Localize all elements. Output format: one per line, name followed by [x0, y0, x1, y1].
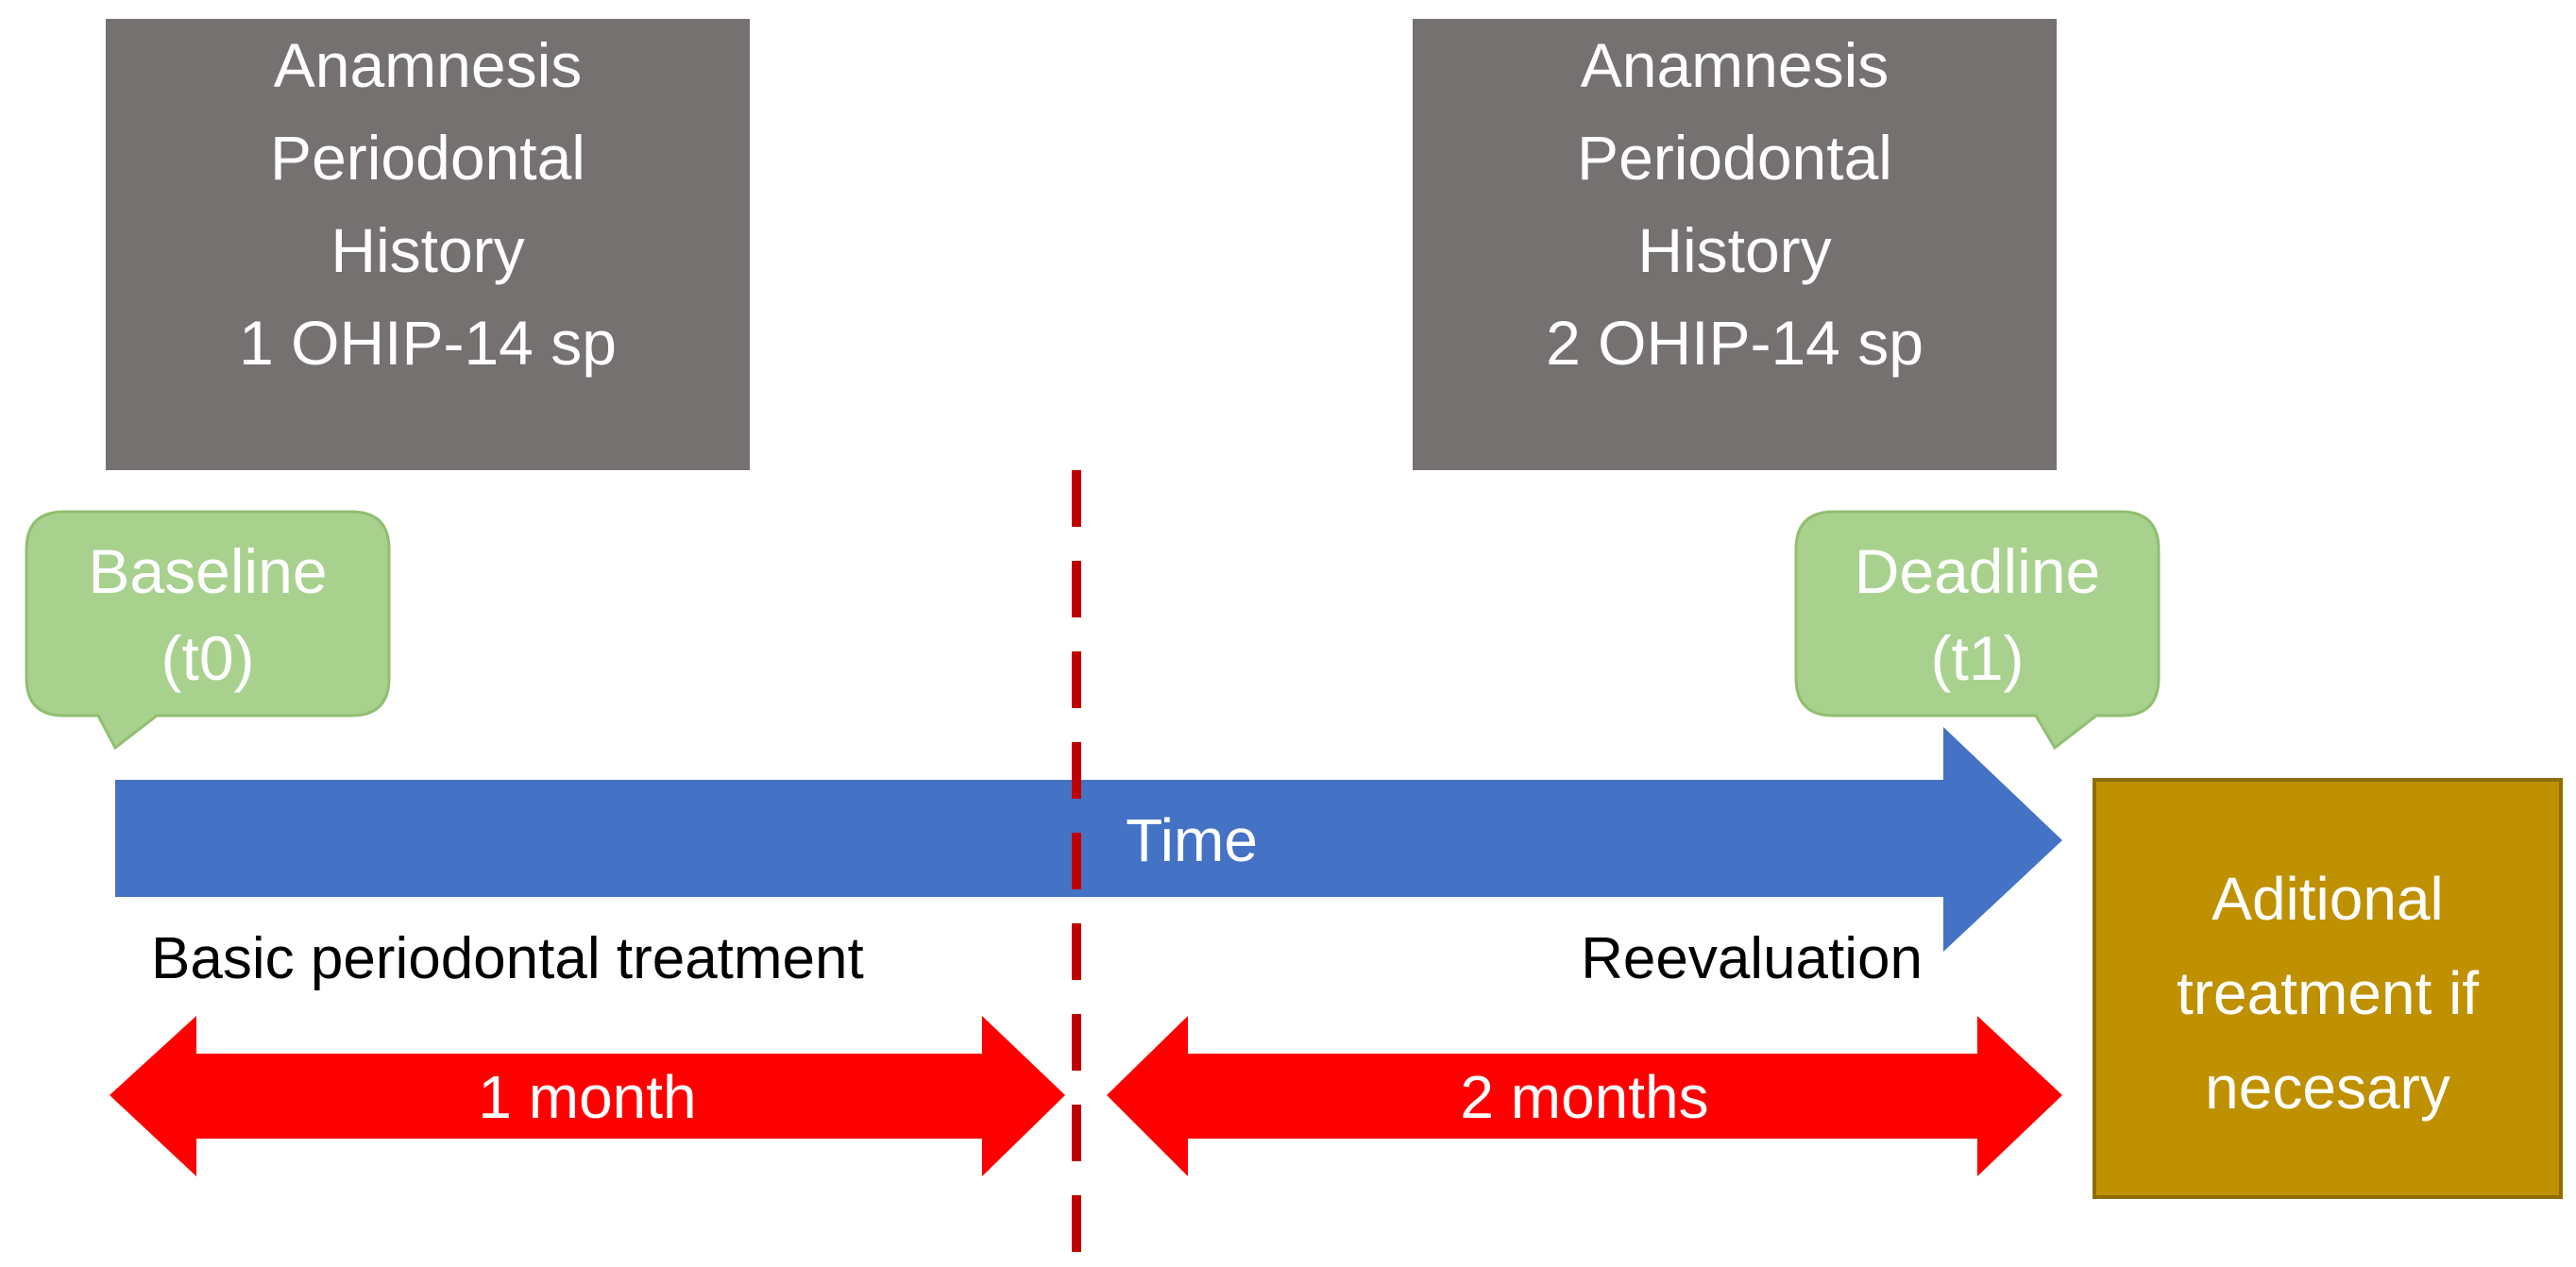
deadline-callout-label: Deadline — [1855, 536, 2101, 606]
anamnesis-box-t0-line-2: Periodontal — [270, 123, 585, 193]
baseline-callout: Baseline (t0) — [25, 510, 391, 751]
baseline-callout-label: Baseline — [88, 536, 327, 606]
two-months-arrow: 2 months — [1107, 1016, 2062, 1176]
anamnesis-box-t0-bg — [106, 19, 750, 470]
deadline-callout: Deadline (t1) — [1794, 510, 2161, 751]
additional-treatment-box-bg — [2093, 778, 2563, 1199]
anamnesis-box-t1-bg — [1413, 19, 2057, 470]
anamnesis-box-t0-line-3: History — [330, 215, 524, 285]
additional-treatment-box: Aditional treatment if necesary — [2093, 778, 2563, 1199]
time-arrow: Time — [115, 727, 2062, 952]
anamnesis-box-t1-line-2: Periodontal — [1577, 123, 1892, 193]
anamnesis-box-t1: Anamnesis Periodontal History 2 OHIP-14 … — [1413, 19, 2057, 470]
additional-treatment-line-3: necesary — [2205, 1054, 2450, 1122]
reevaluation-label: Reevaluation — [1581, 926, 1923, 991]
anamnesis-box-t0-line-4: 1 OHIP-14 sp — [239, 308, 617, 378]
one-month-arrow: 1 month — [110, 1016, 1065, 1176]
deadline-callout-shape — [1794, 510, 2161, 751]
additional-treatment-line-1: Aditional — [2212, 865, 2444, 933]
two-months-arrow-label: 2 months — [1460, 1063, 1708, 1131]
two-months-arrow-shape — [1107, 1016, 2062, 1176]
time-arrow-label: Time — [1126, 806, 1258, 874]
baseline-callout-time: (t0) — [161, 623, 255, 693]
anamnesis-box-t1-line-1: Anamnesis — [1581, 30, 1890, 100]
anamnesis-box-t1-line-3: History — [1637, 215, 1831, 285]
time-arrow-shape — [115, 727, 2062, 952]
one-month-arrow-shape — [110, 1016, 1065, 1176]
baseline-callout-shape — [25, 510, 391, 751]
additional-treatment-line-2: treatment if — [2177, 959, 2479, 1027]
deadline-callout-time: (t1) — [1931, 623, 2025, 693]
one-month-arrow-label: 1 month — [478, 1063, 696, 1131]
anamnesis-box-t0: Anamnesis Periodontal History 1 OHIP-14 … — [106, 19, 750, 470]
basic-treatment-label: Basic periodontal treatment — [151, 926, 864, 991]
anamnesis-box-t1-line-4: 2 OHIP-14 sp — [1546, 308, 1924, 378]
anamnesis-box-t0-line-1: Anamnesis — [274, 30, 583, 100]
